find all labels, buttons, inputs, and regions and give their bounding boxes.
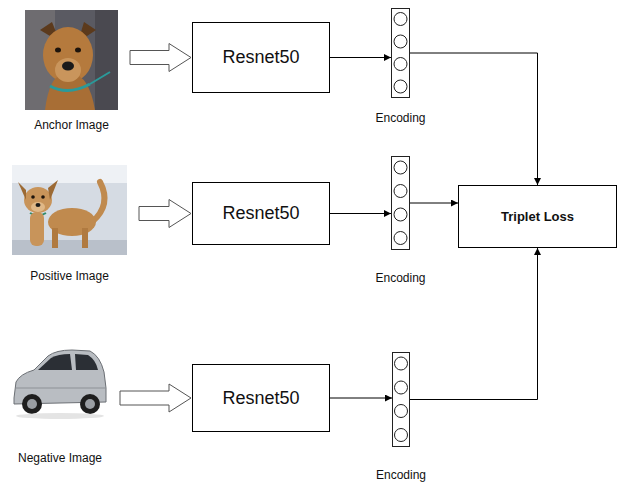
process-box: Resnet50 — [192, 182, 330, 245]
encoding-label: Encoding — [376, 468, 426, 482]
connector-arrow — [330, 213, 391, 214]
block-arrow — [139, 200, 191, 228]
box-label: Resnet50 — [222, 388, 299, 409]
positive-photo — [12, 165, 127, 255]
connector-arrow — [410, 248, 538, 400]
image-node: Positive Image — [12, 165, 127, 255]
process-box: Resnet50 — [192, 364, 330, 432]
encoding-vector: Encoding — [391, 156, 410, 250]
encoding-label: Encoding — [375, 111, 425, 125]
connector-arrow — [410, 53, 538, 185]
negative-photo — [12, 338, 108, 420]
process-box: Triplet Loss — [458, 185, 617, 248]
connector-arrow — [410, 203, 458, 204]
box-label: Triplet Loss — [501, 209, 574, 224]
encoding-vector: Encoding — [392, 352, 410, 447]
image-caption: Positive Image — [30, 269, 109, 283]
box-label: Resnet50 — [222, 203, 299, 224]
process-box: Resnet50 — [192, 22, 330, 93]
encoding-label: Encoding — [375, 271, 425, 285]
encoding-vector: Encoding — [391, 8, 410, 98]
connector-arrow — [330, 398, 392, 399]
image-node: Anchor Image — [25, 10, 118, 110]
block-arrow — [130, 44, 191, 72]
image-caption: Anchor Image — [34, 118, 109, 132]
encoding-units — [394, 13, 408, 442]
image-caption: Negative Image — [18, 451, 102, 465]
image-node: Negative Image — [12, 335, 108, 425]
block-arrow — [120, 384, 191, 412]
connector-arrow — [330, 57, 391, 58]
anchor-photo — [25, 10, 118, 110]
box-label: Resnet50 — [222, 47, 299, 68]
